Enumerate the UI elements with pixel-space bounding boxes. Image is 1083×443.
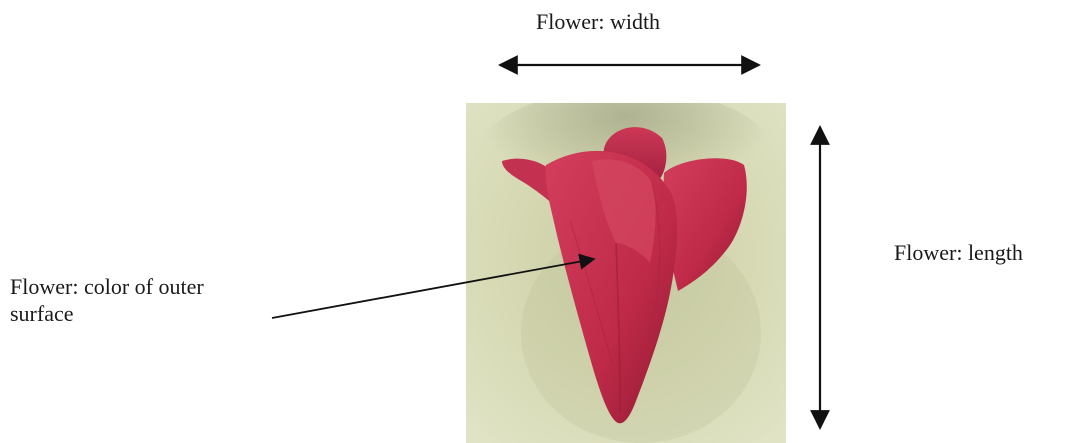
flower-width-label: Flower: width — [536, 8, 660, 35]
color-pointer-arrow — [272, 259, 594, 318]
flower-color-label: Flower: color of outer surface — [10, 273, 300, 327]
flower-color-label-line2: surface — [10, 300, 300, 327]
flower-color-label-line1: Flower: color of outer — [10, 273, 300, 300]
flower-length-label: Flower: length — [894, 239, 1023, 266]
